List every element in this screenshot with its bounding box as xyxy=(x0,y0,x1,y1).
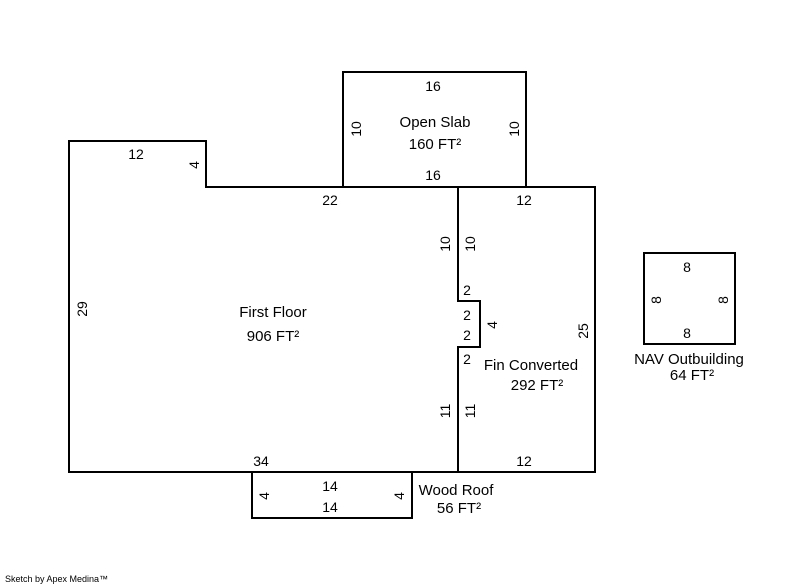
first-floor-left-dim: 29 xyxy=(74,301,90,317)
fin-converted-left-lower-dim: 11 xyxy=(462,404,478,419)
nav-outbuilding-right-dim: 8 xyxy=(715,296,731,304)
wood-roof-name: Wood Roof xyxy=(419,482,495,499)
open-slab-top-dim: 16 xyxy=(425,78,441,94)
nav-outbuilding-name: NAV Outbuilding xyxy=(634,351,744,368)
fin-converted-bottom-dim: 12 xyxy=(516,453,532,469)
nav-outbuilding-outline xyxy=(643,252,736,345)
fin-converted-area: 292 FT² xyxy=(511,377,564,394)
sketch-credit: Sketch by Apex Medina™ xyxy=(5,574,109,584)
open-slab-right-dim: 10 xyxy=(506,121,522,137)
first-floor-inner-lower-dim: 11 xyxy=(437,404,453,419)
open-slab-name: Open Slab xyxy=(400,114,471,131)
fin-converted-outline xyxy=(458,186,596,473)
open-slab-left-dim: 10 xyxy=(348,121,364,137)
first-floor-jog-bottom-dim: 2 xyxy=(463,327,471,343)
fin-converted-left-upper-dim: 10 xyxy=(462,236,478,252)
first-floor-jog-side-dim: 2 xyxy=(463,307,471,323)
wood-roof-top-dim: 14 xyxy=(322,478,338,494)
open-slab-bottom-dim: 16 xyxy=(425,167,441,183)
nav-outbuilding-bottom-dim: 8 xyxy=(683,325,691,341)
wood-roof-left-dim: 4 xyxy=(256,492,272,500)
first-floor-bottom-dim: 34 xyxy=(253,453,269,469)
fin-converted-right-dim: 25 xyxy=(575,323,591,339)
open-slab-area: 160 FT² xyxy=(409,136,462,153)
nav-outbuilding-top-dim: 8 xyxy=(683,259,691,275)
first-floor-inner-upper-dim: 10 xyxy=(437,236,453,252)
first-floor-name: First Floor xyxy=(239,304,307,321)
first-floor-jog-top-dim: 2 xyxy=(463,282,471,298)
wood-roof-right-dim: 4 xyxy=(391,492,407,500)
fin-converted-name: Fin Converted xyxy=(484,357,578,374)
wood-roof-area: 56 FT² xyxy=(437,500,481,517)
wood-roof-bottom-dim: 14 xyxy=(322,499,338,515)
nav-outbuilding-left-dim: 8 xyxy=(648,296,664,304)
nav-outbuilding-area: 64 FT² xyxy=(670,367,714,384)
first-floor-top-mid-dim: 22 xyxy=(322,192,338,208)
fin-converted-top-dim: 12 xyxy=(516,192,532,208)
first-floor-area: 906 FT² xyxy=(247,328,300,345)
first-floor-notch-dim: 4 xyxy=(186,161,202,169)
wood-roof-outline xyxy=(251,471,413,519)
fin-converted-jog-side-dim: 4 xyxy=(484,321,500,329)
first-floor-top-left-dim: 12 xyxy=(128,146,144,162)
fin-converted-jog-bottom-dim: 2 xyxy=(463,351,471,367)
